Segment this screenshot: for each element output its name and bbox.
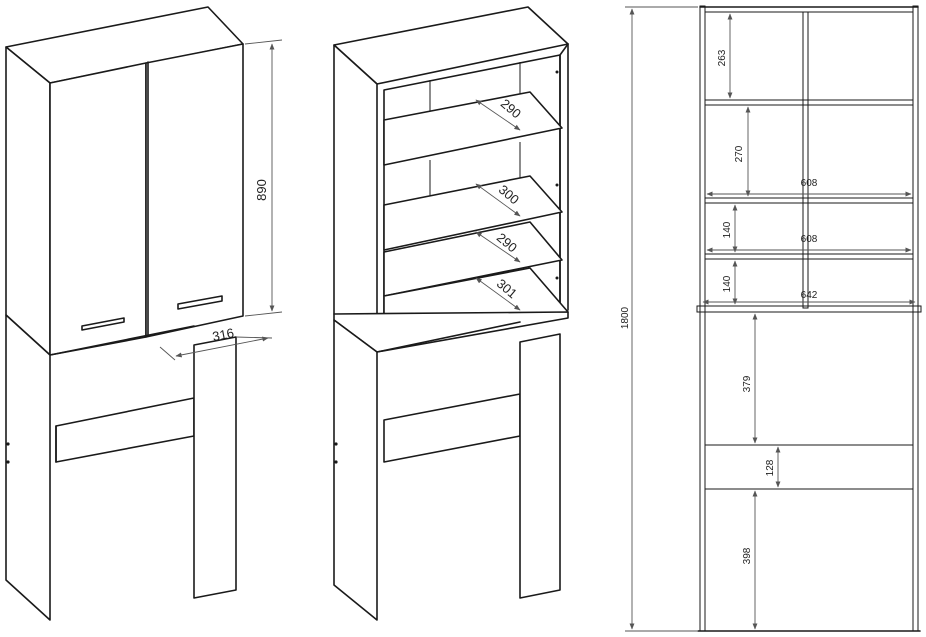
front-base: [696, 305, 922, 313]
dim-opening: 379: [742, 375, 753, 392]
open-cabinet-view: 290 300 290 301: [333, 6, 569, 621]
open-base: [333, 311, 569, 353]
dim-width-2: 608: [801, 234, 818, 245]
dim-foot: 398: [742, 547, 753, 564]
dim-compartment-2: 270: [734, 145, 745, 162]
dim-compartment-1: 263: [717, 49, 728, 66]
dim-total-height: 1800: [620, 306, 631, 329]
front-elevation-view: 1800 263 270 608 140 608 140 642 379 128…: [620, 5, 922, 632]
open-left-side: [333, 44, 378, 351]
lower-left-side: [5, 314, 51, 621]
right-door: [145, 43, 244, 338]
dim-width-3: 642: [801, 290, 818, 301]
right-door-handle: [177, 295, 223, 310]
open-lower-rail: [383, 393, 521, 463]
open-lower-right-leg: [519, 333, 561, 599]
cabinet-left-side: [5, 46, 51, 356]
dim-rail: 128: [765, 459, 776, 476]
dim-depth: 316: [211, 325, 235, 344]
open-lower-left: [333, 319, 378, 621]
lower-right-leg: [193, 336, 237, 599]
front-rail: [704, 444, 914, 490]
front-shelf-2: [704, 197, 914, 204]
dim-width-1: 608: [801, 178, 818, 189]
left-door: [49, 62, 147, 356]
front-left-side: [699, 5, 706, 632]
closed-cabinet-view: 890 316: [5, 6, 283, 621]
front-center-divider: [802, 11, 809, 309]
left-door-handle: [81, 317, 125, 331]
dim-compartment-4: 140: [722, 275, 733, 292]
dim-upper-height: 890: [254, 179, 269, 201]
lower-rail: [55, 397, 195, 463]
front-shelf-3: [704, 253, 914, 260]
front-shelf-1: [704, 99, 914, 106]
front-right-side: [912, 5, 919, 632]
dim-compartment-3: 140: [722, 221, 733, 238]
